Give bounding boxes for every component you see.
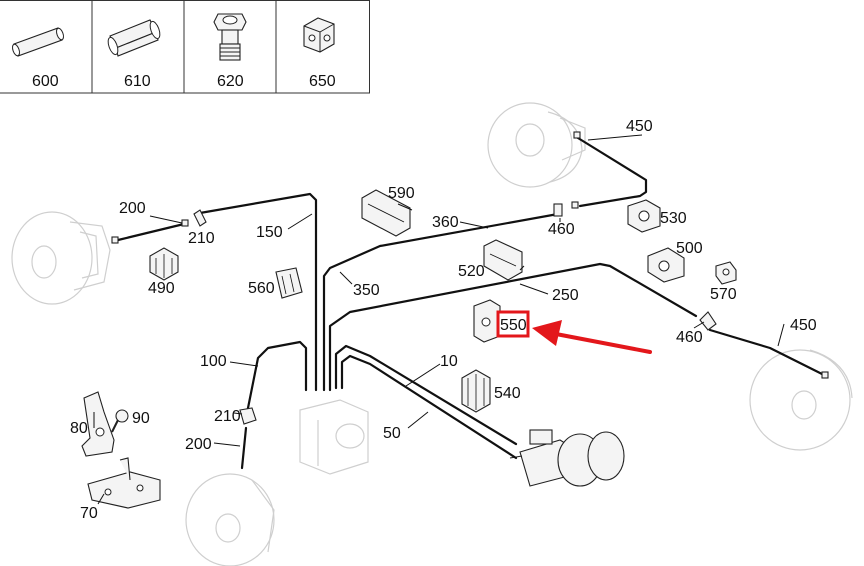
highlight-box <box>496 310 530 338</box>
fittings <box>111 131 829 425</box>
part-550 <box>473 299 501 343</box>
brake-disc-front-right <box>487 102 586 188</box>
callout-200-bottom: 200 <box>185 436 212 453</box>
callout-460-top: 460 <box>548 221 575 238</box>
callout-500: 500 <box>676 240 703 257</box>
callout-50: 50 <box>383 425 401 442</box>
callout-210-bottom: 210 <box>214 408 241 425</box>
callout-200-left: 200 <box>119 200 146 217</box>
callout-10: 10 <box>440 353 458 370</box>
part-540 <box>461 369 491 413</box>
callout-560: 560 <box>248 280 275 297</box>
brake-disc-rear-left <box>185 473 275 566</box>
legend-label-650: 650 <box>309 73 336 90</box>
bracket-block-icon <box>303 17 335 53</box>
leader-lines <box>93 134 785 505</box>
part-90-screw <box>111 409 129 433</box>
red-arrow-icon <box>532 320 652 354</box>
callout-450-top: 450 <box>626 118 653 135</box>
callout-530: 530 <box>660 210 687 227</box>
part-490 <box>149 247 179 281</box>
callout-460-right: 460 <box>676 329 703 346</box>
master-cylinder-booster <box>509 429 625 487</box>
callout-360: 360 <box>432 214 459 231</box>
fitting-nut-icon <box>213 13 247 61</box>
part-500 <box>647 247 685 283</box>
legend-table: 600 610 620 650 <box>0 0 370 94</box>
legend-label-600: 600 <box>32 73 59 90</box>
brake-disc-front-left <box>11 211 111 305</box>
callout-350: 350 <box>353 282 380 299</box>
callout-150: 150 <box>256 224 283 241</box>
callout-520: 520 <box>458 263 485 280</box>
callout-70: 70 <box>80 505 98 522</box>
brake-disc-rear-right <box>749 349 853 451</box>
callout-490: 490 <box>148 280 175 297</box>
part-560 <box>275 267 303 299</box>
brake-pipes <box>116 136 828 470</box>
callout-540: 540 <box>494 385 521 402</box>
legend-label-620: 620 <box>217 73 244 90</box>
callout-labels: 450 200 210 150 490 590 360 460 530 500 … <box>70 118 817 522</box>
callout-570: 570 <box>710 286 737 303</box>
legend-label-610: 610 <box>124 73 151 90</box>
highlight-550[interactable]: 550 <box>496 310 530 338</box>
part-590 <box>361 189 411 237</box>
callout-250: 250 <box>552 287 579 304</box>
callout-210-left: 210 <box>188 230 215 247</box>
part-530 <box>627 199 661 233</box>
callout-100: 100 <box>200 353 227 370</box>
abs-hydraulic-unit <box>299 399 369 475</box>
callout-90: 90 <box>132 410 150 427</box>
callout-590: 590 <box>388 185 415 202</box>
hex-coupling-icon <box>107 19 161 57</box>
part-520 <box>483 239 523 281</box>
part-80-bracket <box>81 391 115 457</box>
part-70-sensor-mount <box>87 457 161 509</box>
sleeve-tube-icon <box>12 27 64 57</box>
callout-450-right: 450 <box>790 317 817 334</box>
callout-80: 80 <box>70 420 88 437</box>
highlight-label-550: 550 <box>500 317 527 334</box>
part-570 <box>715 261 737 285</box>
